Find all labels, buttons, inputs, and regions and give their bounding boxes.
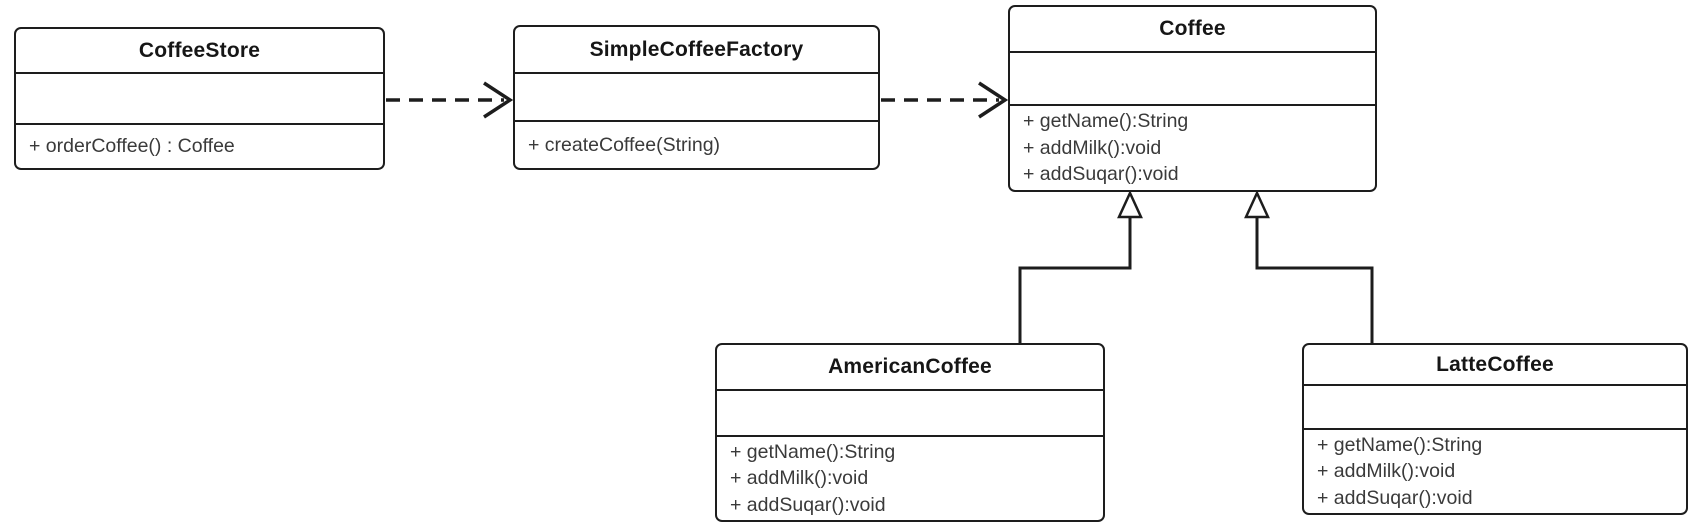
method-label: + addMilk():void [1023,136,1162,159]
method-label: + addMilk():void [1317,460,1456,482]
method-label: + getName():String [1317,433,1483,456]
method-label: + orderCoffee() : Coffee [29,135,235,158]
class-title-americancoffee: AmericanCoffee [717,345,1103,392]
class-methods-lattecoffee: + getName():String + addMilk():void + ad… [1304,430,1686,514]
class-attributes-coffeestore [16,74,383,125]
class-box-lattecoffee: LatteCoffee + getName():String + addMilk… [1302,343,1688,515]
hollow-triangle-arrowhead-right [1244,189,1270,219]
class-box-americancoffee: AmericanCoffee + getName():String + addM… [715,343,1105,522]
class-title-simplecoffeefactory: SimpleCoffeeFactory [515,27,878,74]
class-box-coffee: Coffee + getName():String + addMilk():vo… [1008,5,1377,192]
dependency-arrow-factory-to-coffee [881,81,1009,119]
class-title-coffeestore: CoffeeStore [16,29,383,74]
inheritance-connector-americancoffee-to-coffee [1018,189,1143,344]
method-label: + addSuqar():void [730,493,886,516]
class-attributes-lattecoffee [1304,386,1686,430]
class-box-coffeestore: CoffeeStore + orderCoffee() : Coffee [14,27,385,170]
class-methods-coffee: + getName():String + addMilk():void + ad… [1010,106,1375,190]
class-attributes-americancoffee [717,391,1103,437]
method-label: + createCoffee(String) [528,133,721,156]
method-label: + getName():String [730,440,896,463]
hollow-triangle-arrowhead-left [1117,189,1143,219]
method-label: + addSuqar():void [1317,486,1473,509]
method-label: + addMilk():void [730,467,869,489]
class-box-simplecoffeefactory: SimpleCoffeeFactory + createCoffee(Strin… [513,25,880,170]
class-methods-americancoffee: + getName():String + addMilk():void + ad… [717,437,1103,521]
class-title-lattecoffee: LatteCoffee [1304,345,1686,387]
dependency-arrow-coffeestore-to-factory [386,81,514,119]
method-label: + getName():String [1023,110,1189,133]
method-label: + addSuqar():void [1023,163,1179,186]
inheritance-connector-lattecoffee-to-coffee [1244,189,1374,344]
class-attributes-coffee [1010,53,1375,106]
class-title-coffee: Coffee [1010,7,1375,53]
class-attributes-simplecoffeefactory [515,74,878,122]
class-methods-simplecoffeefactory: + createCoffee(String) [515,122,878,168]
class-methods-coffeestore: + orderCoffee() : Coffee [16,125,383,168]
